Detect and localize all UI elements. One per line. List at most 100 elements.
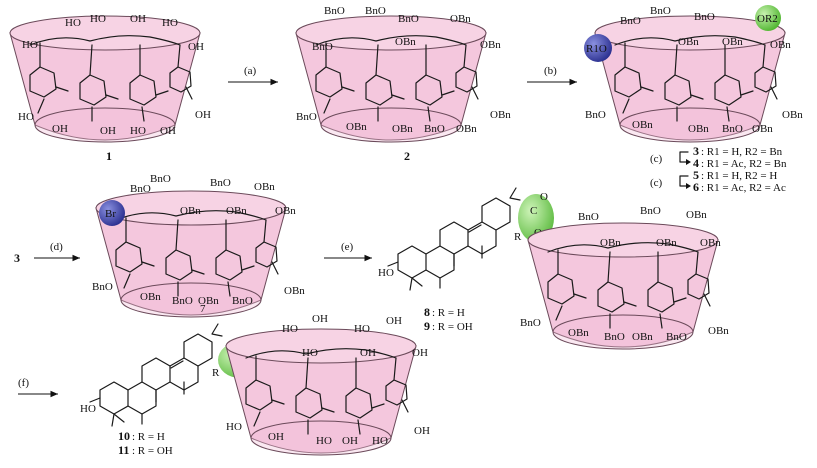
legend-text-5: : R1 = H, R2 = H: [701, 170, 777, 182]
label-obn: OBn: [456, 123, 477, 135]
legend-num-3: 3: [693, 144, 699, 158]
legend-text-11: : R = OH: [132, 445, 173, 457]
label-ho: HO: [226, 421, 242, 433]
label-ho: HO: [354, 323, 370, 335]
label-bno: BnO: [578, 211, 599, 223]
label-bno: BnO: [232, 295, 253, 307]
blue-ball-marker: [584, 34, 612, 62]
triterpene-skeleton-8-9: HO R: [378, 187, 522, 291]
legend-num-4: 4: [693, 156, 699, 170]
label-ho: HO: [130, 125, 146, 137]
label-obn: OBn: [180, 205, 201, 217]
label-bno: BnO: [365, 5, 386, 17]
label-r: R: [212, 367, 220, 379]
step-label-e: (e): [341, 241, 354, 253]
label-ho: HO: [378, 267, 394, 279]
label-obn: OBn: [490, 109, 511, 121]
step-label-b: (b): [544, 65, 557, 77]
label-obn: OBn: [284, 285, 305, 297]
legend-text-9: : R = OH: [432, 321, 473, 333]
legend-text-8: : R = H: [432, 307, 465, 319]
label-obn: OBn: [480, 39, 501, 51]
label-r1o: R1O: [586, 43, 607, 55]
label-obn: OBn: [686, 209, 707, 221]
label-c: C: [530, 205, 537, 217]
label-obn: OBn: [275, 205, 296, 217]
label-obn: OBn: [600, 237, 621, 249]
label-ho: HO: [80, 403, 96, 415]
label-bno: BnO: [424, 123, 445, 135]
label-obn: OBn: [140, 291, 161, 303]
label-obn: OBn: [688, 123, 709, 135]
label-oh: OH: [360, 347, 376, 359]
legend-compounds-10-11: 10 : R = H 11 : R = OH: [118, 429, 173, 457]
label-obn: OBn: [632, 331, 653, 343]
label-bno: BnO: [722, 123, 743, 135]
label-oh: OH: [188, 41, 204, 53]
label-ho: HO: [90, 13, 106, 25]
bracket-c1: [679, 151, 689, 163]
label-seven: 7: [200, 303, 206, 315]
legend-num-10: 10: [118, 429, 130, 443]
label-obn: OBn: [632, 119, 653, 131]
label-bno: BnO: [296, 111, 317, 123]
compound-2-cone: BnO BnO BnO OBn BnO OBn OBn BnO OBn OBn …: [295, 5, 511, 143]
bracket-c2: [679, 175, 689, 187]
label-bno: BnO: [324, 5, 345, 17]
blue-ball-marker: [99, 200, 125, 226]
label-obn: OBn: [678, 36, 699, 48]
label-bno: BnO: [398, 13, 419, 25]
label-bno: BnO: [650, 5, 671, 17]
label-obn: OBn: [226, 205, 247, 217]
compound-number-1: 1: [106, 149, 112, 163]
label-bno: BnO: [604, 331, 625, 343]
label-oh: OH: [195, 109, 211, 121]
legend-num-9: 9: [424, 319, 430, 333]
label-bno: BnO: [150, 173, 171, 185]
label-ho: HO: [162, 17, 178, 29]
compound-10-11-cone: HO OH HO OH HO OH OH HO OH HO OH HO OH: [225, 313, 430, 456]
label-ho: HO: [22, 39, 38, 51]
legend-num-6: 6: [693, 180, 699, 194]
legend-text-6: : R1 = Ac, R2 = Ac: [701, 182, 786, 194]
label-ho: HO: [372, 435, 388, 447]
label-bno: BnO: [694, 11, 715, 23]
legend-compounds-3-6: (c) (c) 3 : R1 = H, R2 = Bn 4 : R1 = Ac,…: [650, 144, 787, 194]
label-ho: HO: [302, 347, 318, 359]
legend-num-11: 11: [118, 443, 129, 457]
compound-bromo-cone: Br BnO BnO BnO OBn OBn OBn OBn BnO OBn B…: [92, 173, 305, 318]
label-oh: OH: [268, 431, 284, 443]
step-label-a: (a): [244, 65, 257, 77]
label-oh: OH: [386, 315, 402, 327]
label-obn: OBn: [392, 123, 413, 135]
label-bno: BnO: [640, 205, 661, 217]
label-obn: OBn: [656, 237, 677, 249]
label-obn: OBn: [782, 109, 803, 121]
label-obn: OBn: [700, 237, 721, 249]
label-obn: OBn: [346, 121, 367, 133]
label-ho: HO: [65, 17, 81, 29]
label-bno: BnO: [312, 41, 333, 53]
label-oh: OH: [342, 435, 358, 447]
step-label-f: (f): [18, 377, 29, 389]
label-oh: OH: [52, 123, 68, 135]
step-label-c1: (c): [650, 153, 663, 165]
label-bno: BnO: [520, 317, 541, 329]
label-oh: OH: [312, 313, 328, 325]
legend-num-8: 8: [424, 305, 430, 319]
label-obn: OBn: [722, 36, 743, 48]
label-bno: BnO: [620, 15, 641, 27]
label-oh: OH: [414, 425, 430, 437]
legend-compounds-8-9: 8 : R = H 9 : R = OH: [424, 305, 473, 333]
label-bno: BnO: [172, 295, 193, 307]
label-bno: BnO: [210, 177, 231, 189]
compound-number-2: 2: [404, 149, 410, 163]
label-br: Br: [105, 208, 116, 220]
step-label-c2: (c): [650, 177, 663, 189]
label-bno: BnO: [92, 281, 113, 293]
label-obn: OBn: [395, 36, 416, 48]
compound-1-cone: HO HO OH HO HO OH HO OH OH HO OH OH: [9, 13, 211, 143]
label-ho: HO: [18, 111, 34, 123]
legend-text-4: : R1 = Ac, R2 = Bn: [701, 158, 787, 170]
